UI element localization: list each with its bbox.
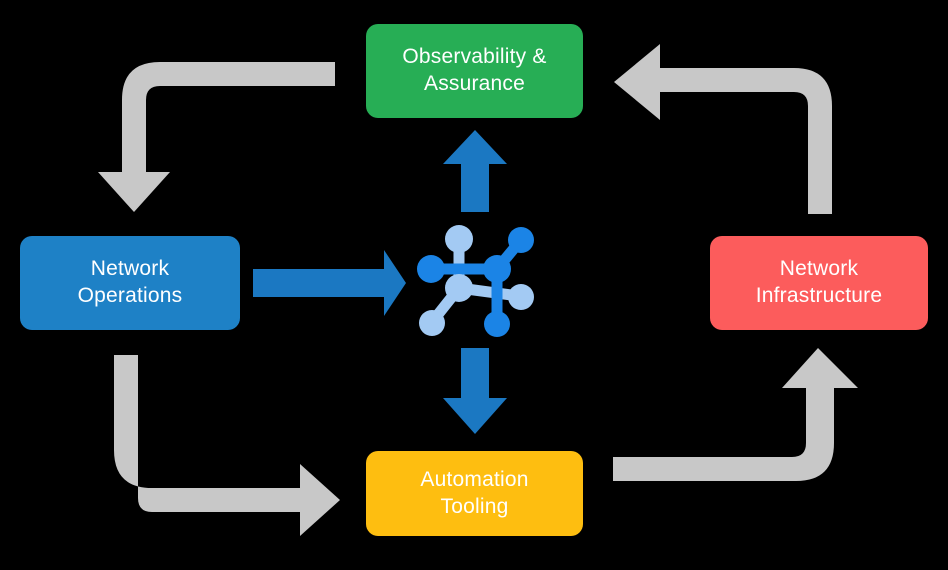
arrow-automation-to-infrastructure xyxy=(613,348,858,481)
node-infrastructure-label: Network Infrastructure xyxy=(755,257,883,307)
node-network-operations[interactable]: Network Operations xyxy=(20,236,240,330)
node-operations-label: Network Operations xyxy=(77,257,183,307)
arrow-operations-to-automation xyxy=(114,355,340,536)
arrow-infrastructure-to-observability xyxy=(614,44,832,214)
node-automation-tooling[interactable]: Automation Tooling xyxy=(366,451,583,536)
arrow-hub-to-automation xyxy=(443,348,507,434)
arrow-observability-to-operations xyxy=(98,62,335,212)
node-observability-and-assurance[interactable]: Observability & Assurance xyxy=(366,24,583,118)
node-network-infrastructure[interactable]: Network Infrastructure xyxy=(710,236,928,330)
topology-nodes-secondary xyxy=(419,225,534,336)
network-topology-icon-glyph xyxy=(417,225,534,337)
arrow-hub-to-observability xyxy=(443,130,507,212)
topology-nodes-primary xyxy=(417,227,534,337)
node-automation-label: Automation Tooling xyxy=(420,467,529,518)
node-observability-label: Observability & Assurance xyxy=(402,45,547,95)
arrow-operations-to-hub xyxy=(253,250,406,316)
